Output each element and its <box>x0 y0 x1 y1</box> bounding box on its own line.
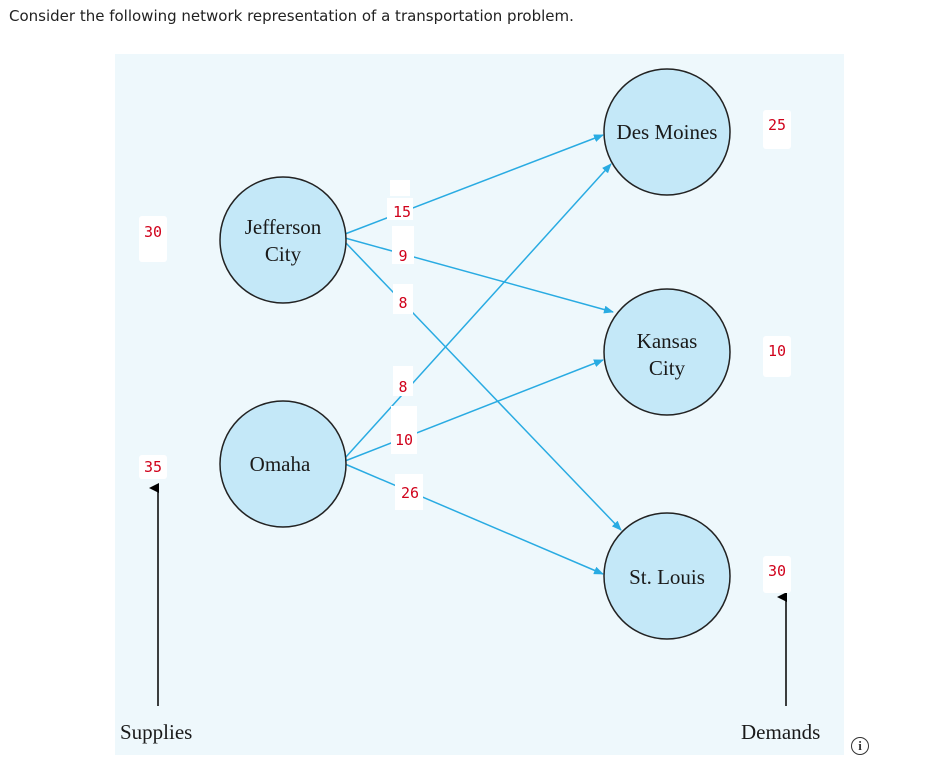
cost-omaha-kansas: 10 <box>395 431 413 449</box>
arc-omaha-desmoines <box>344 163 612 459</box>
transportation-network-diagram: Jefferson City Omaha Des Moines Kansas C… <box>115 54 844 755</box>
cost-jefferson-stlouis: 8 <box>398 294 407 312</box>
node-st-louis <box>603 512 731 640</box>
cost-bg <box>393 284 413 314</box>
cost-bg <box>391 406 417 454</box>
cost-jefferson-desmoines: 15 <box>393 203 411 221</box>
cost-omaha-desmoines: 8 <box>398 378 407 396</box>
question-text: Consider the following network represent… <box>9 7 574 25</box>
network-svg: Jefferson City Omaha Des Moines Kansas C… <box>149 68 787 706</box>
cost-bg <box>387 198 413 220</box>
cost-omaha-stlouis: 26 <box>401 484 419 502</box>
supplies-label: Supplies <box>120 720 193 744</box>
cost-bg <box>390 180 410 196</box>
arc-jefferson-desmoines <box>344 134 604 235</box>
node-label-jefferson-line2: City <box>265 242 302 266</box>
demand-st-louis: 30 <box>763 556 792 593</box>
cost-bg <box>393 366 413 396</box>
arc-omaha-stlouis <box>344 463 604 575</box>
node-label-kansas-line1: Kansas <box>637 329 698 353</box>
node-omaha <box>219 400 347 528</box>
node-label-omaha: Omaha <box>250 452 311 476</box>
node-label-kansas-line2: City <box>649 356 686 380</box>
node-kansas-city <box>603 288 731 416</box>
info-icon[interactable]: i <box>851 737 869 755</box>
cost-bg <box>392 226 414 264</box>
supply-jefferson-city: 30 <box>139 216 168 262</box>
node-jefferson-city <box>219 176 347 304</box>
cost-bg <box>395 474 423 510</box>
node-label-des-moines: Des Moines <box>617 120 718 144</box>
demands-label: Demands <box>741 720 821 744</box>
demand-des-moines: 25 <box>763 110 792 149</box>
demand-kansas-city: 10 <box>763 336 792 377</box>
node-des-moines <box>603 68 731 196</box>
arc-omaha-kansas <box>344 359 604 462</box>
arc-jefferson-kansas <box>344 237 614 314</box>
node-label-jefferson-line1: Jefferson <box>245 215 322 239</box>
arc-jefferson-stlouis <box>344 241 622 531</box>
node-label-st-louis: St. Louis <box>629 565 705 589</box>
cost-jefferson-kansas: 9 <box>398 247 407 265</box>
supply-omaha: 35 <box>139 455 168 479</box>
